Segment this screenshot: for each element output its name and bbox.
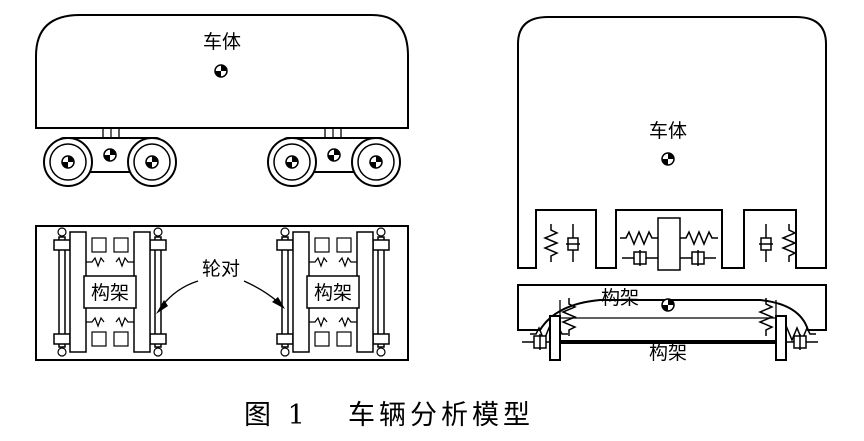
bogie-front-upper-label: 构架: [601, 287, 639, 309]
car-body-side: [35, 14, 409, 129]
wheel-front-right: [775, 315, 787, 361]
wheel-right-rear-icon: [352, 138, 400, 186]
bogie-side-left: [44, 137, 176, 186]
car-body-front-label: 车体: [649, 120, 687, 142]
wheel-right-front-icon: [268, 138, 316, 186]
bogie-front-lower-label: 构架: [649, 342, 687, 364]
wheel-left-rear-icon: [128, 138, 176, 186]
figure-caption: 图 1 车辆分析模型: [244, 400, 534, 431]
figure-number: 图 1: [244, 400, 309, 431]
wheelset-leader-lines: [156, 280, 285, 314]
car-body-front-cg-icon: [661, 152, 675, 166]
figure-title: 车辆分析模型: [348, 400, 534, 431]
car-body-side-label: 车体: [203, 31, 241, 53]
bogie-left-cg-icon: [103, 148, 117, 162]
car-body-side-cg-icon: [214, 64, 228, 78]
bogie-front-cg-icon: [661, 298, 675, 312]
wheel-left-front-icon: [44, 138, 92, 186]
bogie-front: 构架 构架: [517, 284, 827, 364]
plan-view: 构架 构架 轮对: [35, 225, 409, 361]
bogie-plan-left: 构架: [54, 228, 166, 356]
front-view: 车体 构架 构架: [517, 16, 827, 364]
plan-view-frame: [35, 225, 409, 361]
bogie-plan-right-label: 构架: [314, 282, 352, 304]
bogie-side-right: [268, 137, 400, 186]
wheelset-label: 轮对: [202, 258, 240, 280]
secondary-suspension-front: [544, 217, 796, 271]
bogie-plan-left-label: 构架: [91, 282, 129, 304]
bogie-plan-right: 构架: [277, 228, 389, 356]
wheel-front-left: [549, 315, 561, 361]
side-view: 车体: [35, 14, 409, 186]
bogie-right-cg-icon: [327, 148, 341, 162]
car-body-front: [517, 16, 827, 269]
